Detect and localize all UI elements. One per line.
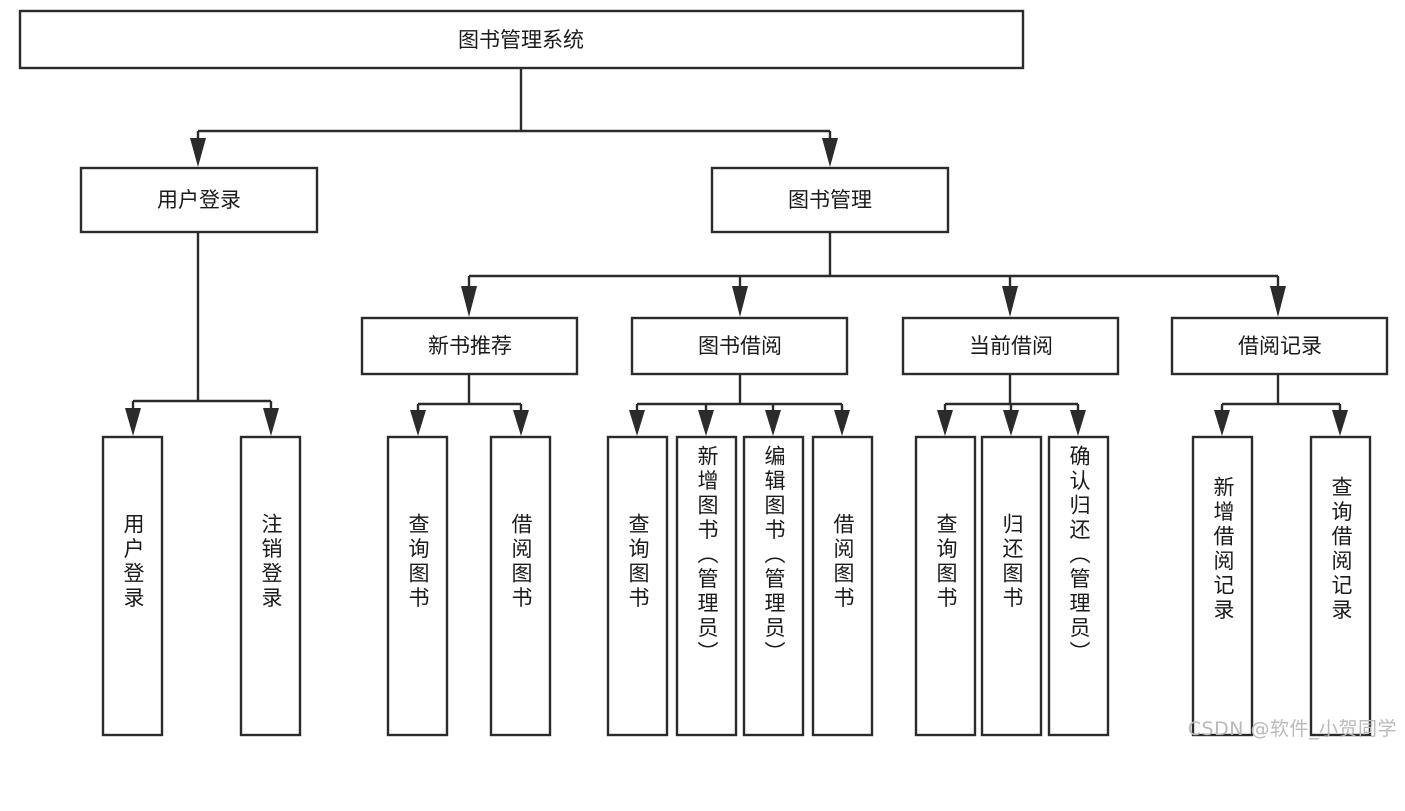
node-current-borrow[interactable]: 当前借阅 <box>901 316 1120 376</box>
node-book-borrow-label: 图书借阅 <box>698 334 782 358</box>
arrow-head-leaf-query-book-2 <box>629 410 645 436</box>
node-book-management-label: 图书管理 <box>788 188 872 212</box>
node-leaf-user-login-box[interactable] <box>101 435 164 737</box>
node-current-borrow-box[interactable] <box>901 316 1120 376</box>
node-leaf-confirm-return-box[interactable] <box>1047 435 1110 737</box>
arrow-head-book-management <box>822 138 838 167</box>
arrow-head-leaf-return-book <box>1003 410 1019 436</box>
node-book-borrow-box[interactable] <box>630 316 849 376</box>
connector-group-book-management <box>461 232 1286 317</box>
arrow-head-leaf-borrow-book-2 <box>834 410 850 436</box>
node-leaf-edit-book-box[interactable] <box>742 435 805 737</box>
connector-group-root <box>190 68 838 167</box>
flowchart-svg: 图书管理系统 用户登录 图书管理 新书推荐 图书借阅 当前借阅 借阅记录 <box>18 9 1389 737</box>
node-book-borrow[interactable]: 图书借阅 <box>630 316 849 376</box>
arrow-head-leaf-user-login <box>125 408 141 436</box>
csdn-watermark: CSDN @软件_小贺同学 <box>1187 718 1397 740</box>
node-leaf-add-book-box[interactable] <box>675 435 738 737</box>
arrow-head-leaf-edit-book <box>765 410 781 436</box>
node-leaf-query-book-1-box[interactable] <box>386 435 449 737</box>
node-book-management-box[interactable] <box>710 166 950 234</box>
connector-group-user-login <box>125 232 279 436</box>
arrow-head-leaf-query-record <box>1332 410 1348 436</box>
node-borrow-record[interactable]: 借阅记录 <box>1170 316 1389 376</box>
node-new-book-recommend-label: 新书推荐 <box>428 334 512 358</box>
node-root-system[interactable]: 图书管理系统 <box>18 9 1025 70</box>
arrow-head-leaf-logout-login <box>263 408 279 436</box>
arrow-head-book-borrow <box>732 286 748 317</box>
arrow-head-new-book-recommend <box>461 286 477 317</box>
node-leaf-query-record-box[interactable] <box>1309 435 1372 737</box>
node-root-system-label: 图书管理系统 <box>458 28 584 52</box>
node-leaf-add-record-box[interactable] <box>1191 435 1254 737</box>
node-user-login-label: 用户登录 <box>157 188 241 212</box>
arrow-head-current-borrow <box>1002 286 1018 317</box>
node-user-login[interactable]: 用户登录 <box>79 166 319 234</box>
connector-group-new-book-recommend <box>410 374 529 436</box>
node-new-book-recommend-box[interactable] <box>360 316 579 376</box>
connector-group-borrow-record <box>1214 374 1348 436</box>
node-root-system-box[interactable] <box>18 9 1025 70</box>
node-leaf-borrow-book-1-box[interactable] <box>489 435 552 737</box>
node-leaf-query-book-2-box[interactable] <box>606 435 669 737</box>
node-leaf-return-book-box[interactable] <box>980 435 1043 737</box>
node-leaf-borrow-book-2-box[interactable] <box>811 435 874 737</box>
connector-group-current-borrow <box>937 374 1086 436</box>
connector-group-book-borrow <box>629 374 850 436</box>
arrow-head-borrow-record <box>1270 286 1286 317</box>
node-leaf-logout-login-box[interactable] <box>239 435 302 737</box>
node-book-management[interactable]: 图书管理 <box>710 166 950 234</box>
node-borrow-record-label: 借阅记录 <box>1238 334 1322 358</box>
arrow-head-user-login <box>190 138 206 167</box>
flowchart-canvas: 图书管理系统 用户登录 图书管理 新书推荐 图书借阅 当前借阅 借阅记录 <box>18 9 1397 740</box>
arrow-head-leaf-query-book-3 <box>937 410 953 436</box>
arrow-head-leaf-add-record <box>1214 410 1230 436</box>
node-leaf-query-book-3-box[interactable] <box>914 435 977 737</box>
node-current-borrow-label: 当前借阅 <box>969 334 1053 358</box>
arrow-head-leaf-confirm-return <box>1070 410 1086 436</box>
node-user-login-box[interactable] <box>79 166 319 234</box>
arrow-head-leaf-borrow-book-1 <box>513 410 529 436</box>
arrow-head-leaf-query-book-1 <box>410 410 426 436</box>
node-borrow-record-box[interactable] <box>1170 316 1389 376</box>
arrow-head-leaf-add-book <box>698 410 714 436</box>
node-new-book-recommend[interactable]: 新书推荐 <box>360 316 579 376</box>
